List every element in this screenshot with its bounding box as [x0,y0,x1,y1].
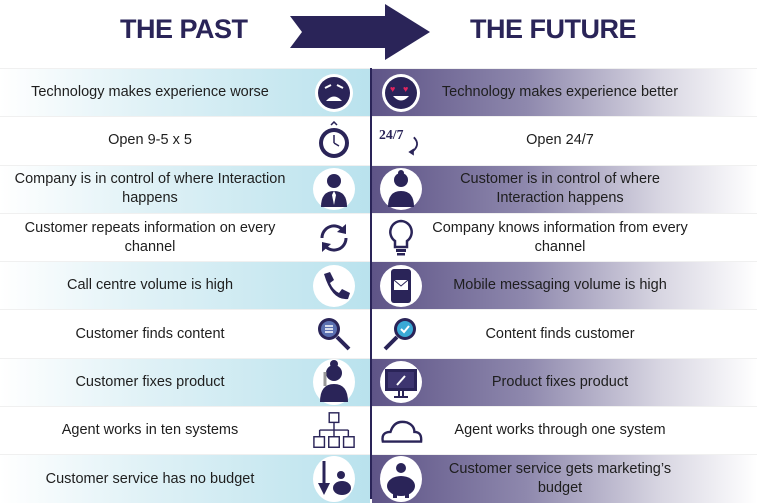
future-text: Customer is in control of where Interact… [460,171,660,207]
comparison-row: Agent works in ten systems Agent works t… [0,406,757,454]
future-background [372,165,757,213]
org-chart-icon [312,409,356,453]
svg-text:♥: ♥ [403,84,408,94]
past-background [0,455,370,503]
svg-text:♥: ♥ [390,84,395,94]
past-text: Open 9-5 x 5 [108,132,192,149]
future-text: Company knows information from every cha… [432,219,688,255]
future-text: Agent works through one system [454,422,666,439]
clock-icon [312,119,356,163]
header: THE PAST THE FUTURE [0,0,757,68]
twenty-four-seven-icon: 24/7 [379,119,423,163]
past-text: Call centre volume is high [66,277,234,294]
comparison-row: Call centre volume is high Mobile messag… [0,261,757,310]
comparison-row: Company is in control of where Interacti… [0,164,757,213]
comparison-row: Technology makes experience worse ♥♥ Tec… [0,68,757,117]
future-title: THE FUTURE [470,14,637,44]
past-background [0,69,370,117]
future-background [372,358,757,407]
repeat-arrows-icon [312,216,356,260]
past-text: Customer finds content [75,325,225,342]
future-background [372,262,757,310]
cloud-icon [379,409,423,453]
mobile-message-icon [379,264,423,308]
comparison-row: Customer service has no budget Customer … [0,454,757,503]
woman-wrench-icon [312,359,356,406]
comparison-row: Customer finds content Content finds cus… [0,309,757,357]
businessman-icon [312,167,356,211]
svg-text:24/7: 24/7 [379,127,404,142]
future-text: Customer service gets marketing’s budget [448,461,672,497]
past-background [0,165,370,213]
past-text: Agent works in ten systems [61,422,239,439]
phone-icon [312,264,356,308]
future-text: Product fixes product [491,373,629,390]
future-text: Technology makes experience better [441,84,679,101]
future-text: Open 24/7 [526,132,594,149]
comparison-rows: Technology makes experience worse ♥♥ Tec… [0,68,757,503]
future-text: Mobile messaging volume is high [453,277,667,294]
past-title: THE PAST [120,14,248,44]
past-background [0,358,370,407]
piggy-bank-down-icon [312,456,356,503]
customer-woman-icon [379,167,423,211]
magnifier-list-icon [312,312,356,356]
lightbulb-icon [379,216,423,260]
piggy-bank-icon [379,456,423,503]
past-text: Customer fixes product [75,373,225,390]
past-background [0,262,370,310]
comparison-row: Customer fixes product Product fixes pro… [0,357,757,407]
future-background [372,69,757,117]
sad-face-icon [312,71,356,115]
comparison-row: Open 9-5 x 5 24/7 Open 24/7 [0,116,757,164]
center-divider [370,68,372,499]
heart-eyes-face-icon: ♥♥ [379,71,423,115]
past-text: Company is in control of where Interacti… [14,171,286,207]
monitor-wrench-icon [379,360,423,404]
magnifier-check-icon [379,312,423,356]
past-text: Technology makes experience worse [31,84,269,101]
past-text: Customer service has no budget [45,470,255,487]
future-background [372,455,757,503]
right-arrow-icon [290,4,430,60]
future-text: Content finds customer [485,325,635,342]
comparison-row: Customer repeats information on every ch… [0,212,757,261]
past-text: Customer repeats information on every ch… [24,219,276,255]
